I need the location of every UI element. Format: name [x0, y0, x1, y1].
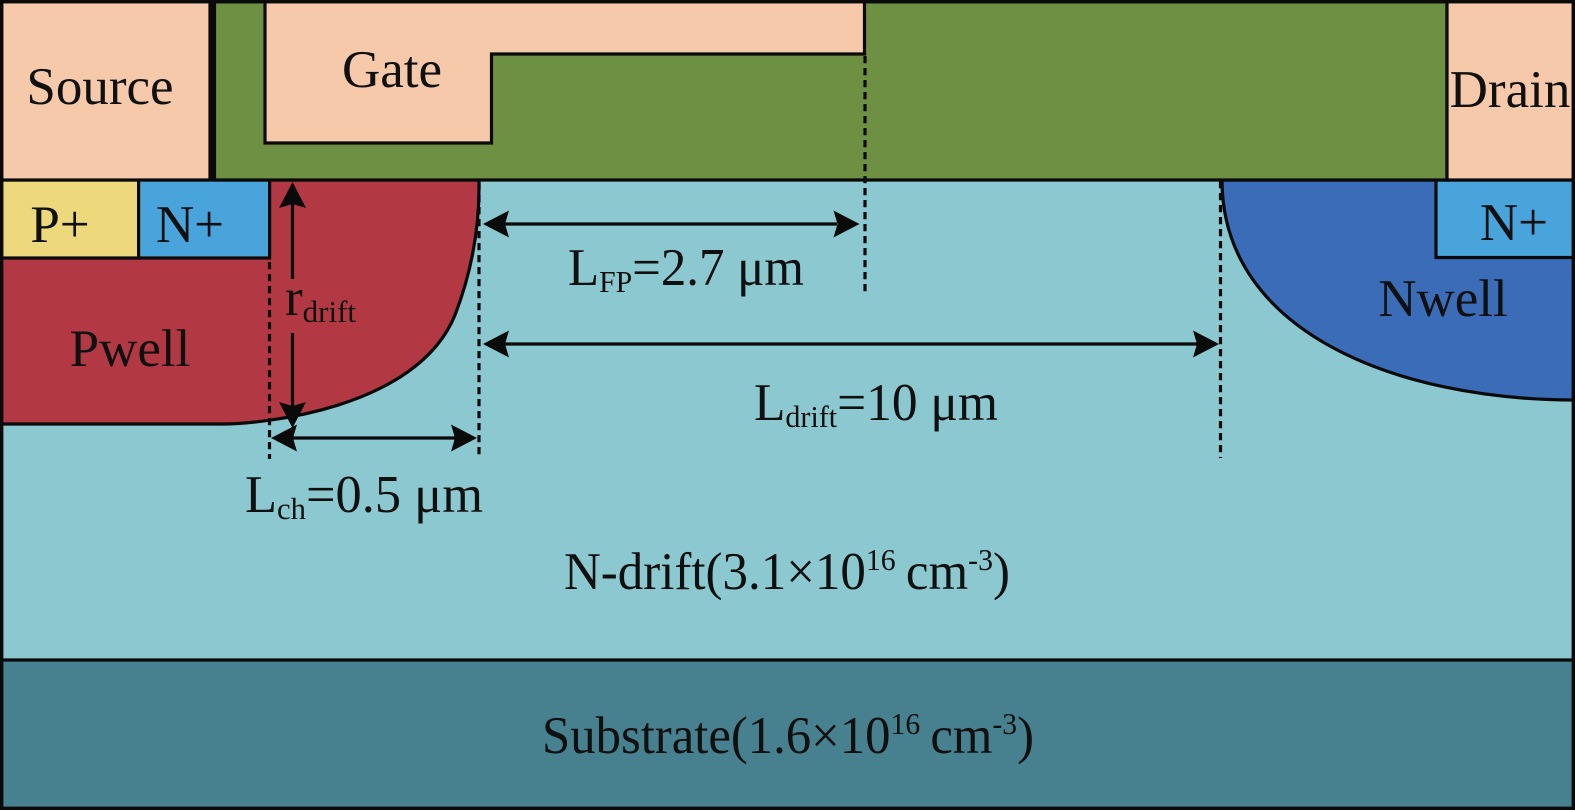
svg-text:Drain: Drain [1450, 61, 1571, 119]
svg-text:Source: Source [26, 58, 173, 116]
svg-text:LFP=2.7 μm: LFP=2.7 μm [568, 239, 804, 299]
svg-text:N-drift(3.1×1016 cm-3): N-drift(3.1×1016 cm-3) [564, 542, 1010, 601]
svg-text:N+: N+ [156, 196, 224, 254]
svg-text:Gate: Gate [342, 41, 442, 99]
svg-text:Ldrift=10 μm: Ldrift=10 μm [754, 374, 998, 434]
svg-text:Substrate(1.6×1016 cm-3): Substrate(1.6×1016 cm-3) [542, 706, 1034, 765]
svg-text:Nwell: Nwell [1378, 270, 1508, 328]
svg-text:Pwell: Pwell [70, 320, 191, 378]
svg-text:N+: N+ [1480, 194, 1548, 252]
svg-text:P+: P+ [30, 196, 89, 254]
